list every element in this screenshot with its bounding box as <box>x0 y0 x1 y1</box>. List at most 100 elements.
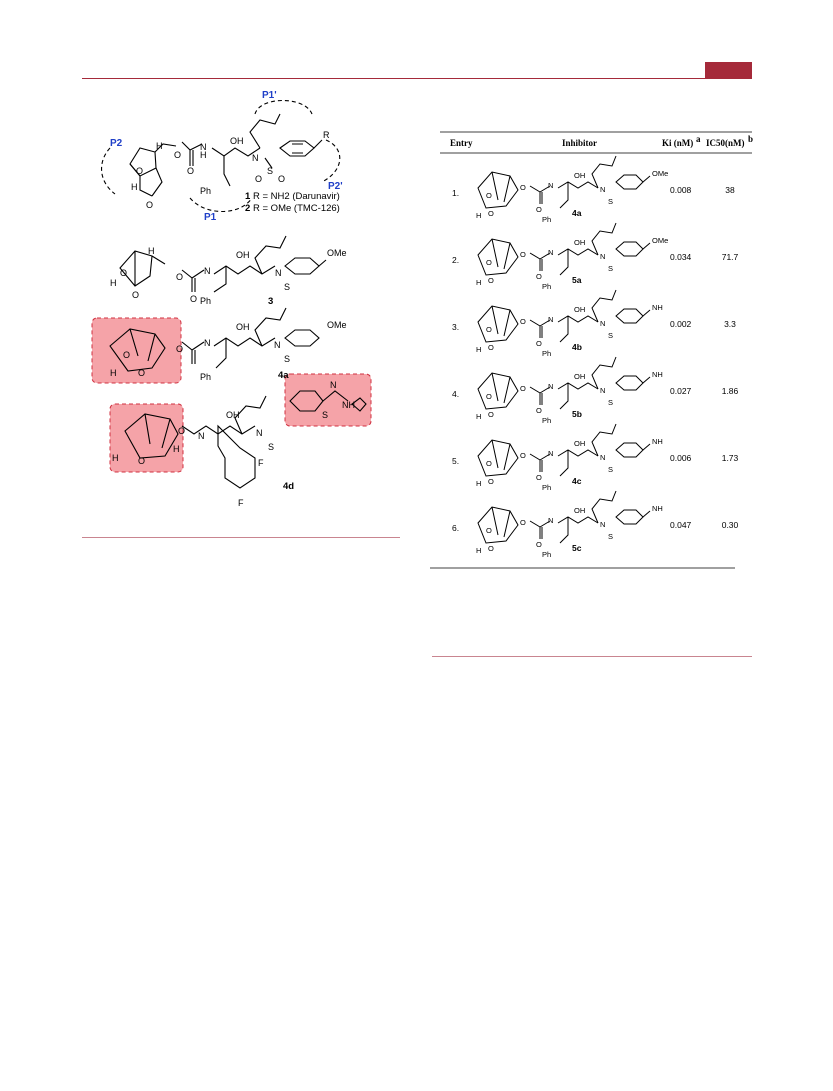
svg-text:N: N <box>252 153 259 163</box>
svg-text:O: O <box>176 344 183 354</box>
svg-text:H: H <box>112 453 119 463</box>
svg-text:O: O <box>132 290 139 300</box>
compound-label: 5a <box>572 275 582 285</box>
compound-2-label: R = OMe (TMC-126) <box>253 203 340 214</box>
header-rule <box>82 78 752 79</box>
ic50-cell: 71.7 <box>722 252 739 262</box>
svg-text:O: O <box>187 166 194 176</box>
svg-text:O: O <box>123 350 130 360</box>
inhibitor-structure <box>477 490 651 544</box>
inhibitor-structure <box>477 356 651 410</box>
svg-text:N: N <box>600 185 605 194</box>
svg-text:O: O <box>138 456 145 466</box>
ki-cell: 0.002 <box>670 319 692 329</box>
svg-text:O: O <box>486 258 492 267</box>
molecule-darunavir <box>101 99 341 212</box>
svg-text:H: H <box>476 211 481 220</box>
svg-text:O: O <box>520 317 526 326</box>
svg-text:OH: OH <box>574 238 585 247</box>
svg-text:S: S <box>608 398 613 407</box>
svg-text:O: O <box>146 200 153 210</box>
svg-text:H: H <box>200 150 207 160</box>
inhibitor-structure <box>477 289 651 343</box>
entry-cell: 2. <box>452 255 459 265</box>
svg-text:OH: OH <box>574 506 585 515</box>
svg-text:O: O <box>520 250 526 259</box>
molecule-4a-atoms: O N OH N S OMe Ph H O O <box>110 320 347 382</box>
svg-text:OH: OH <box>236 250 250 260</box>
svg-text:O: O <box>190 294 197 304</box>
svg-text:O: O <box>174 150 181 160</box>
svg-text:N: N <box>600 252 605 261</box>
svg-text:R: R <box>323 130 330 140</box>
structures-figure: P1' P2 P2' P1 H O O H N OH N S O O R H O… <box>91 90 372 508</box>
compound-label: 4c <box>572 476 582 486</box>
entry-cell: 3. <box>452 322 459 332</box>
molecule-4d <box>124 390 367 489</box>
ki-cell: 0.047 <box>670 520 692 530</box>
compound-label: 5c <box>572 543 582 553</box>
entry-cell: 5. <box>452 456 459 466</box>
svg-text:N: N <box>200 142 207 152</box>
svg-text:OH: OH <box>236 322 250 332</box>
svg-text:NH: NH <box>652 303 663 312</box>
svg-text:Ph: Ph <box>542 349 551 358</box>
svg-text:H: H <box>476 345 481 354</box>
svg-text:O: O <box>488 343 494 352</box>
svg-text:S: S <box>268 442 274 452</box>
svg-text:H: H <box>476 412 481 421</box>
table-bottom-rule <box>432 656 752 657</box>
svg-text:N: N <box>600 520 605 529</box>
header-ic50-note: b <box>748 134 753 144</box>
svg-text:O: O <box>278 174 285 184</box>
svg-text:S: S <box>608 532 613 541</box>
svg-text:O: O <box>520 183 526 192</box>
svg-text:Ph: Ph <box>542 483 551 492</box>
svg-text:N: N <box>548 382 553 391</box>
inhibitor-structure <box>477 222 651 276</box>
highlight-box-4d-right <box>284 373 372 427</box>
svg-text:O: O <box>488 209 494 218</box>
svg-text:S: S <box>284 354 290 364</box>
svg-text:H: H <box>110 278 117 288</box>
svg-text:O: O <box>488 410 494 419</box>
entry-cell: 6. <box>452 523 459 533</box>
svg-text:O: O <box>120 268 127 278</box>
svg-text:S: S <box>284 282 290 292</box>
ki-cell: 0.006 <box>670 453 692 463</box>
svg-text:S: S <box>267 166 273 176</box>
svg-text:O: O <box>486 526 492 535</box>
svg-text:H: H <box>476 479 481 488</box>
inhibitor-structure <box>477 155 651 209</box>
figure-bottom-rule <box>82 537 400 538</box>
svg-text:N: N <box>204 266 211 276</box>
svg-text:S: S <box>608 465 613 474</box>
pocket-label-p2prime: P2' <box>328 181 343 192</box>
svg-text:O: O <box>138 368 145 378</box>
svg-text:N: N <box>548 449 553 458</box>
svg-text:S: S <box>322 410 328 420</box>
svg-text:N: N <box>548 181 553 190</box>
compound-1-label: R = NH2 (Darunavir) <box>253 191 340 202</box>
svg-text:O: O <box>486 325 492 334</box>
svg-text:S: S <box>608 197 613 206</box>
ki-cell: 0.034 <box>670 252 692 262</box>
svg-text:N: N <box>274 340 281 350</box>
svg-text:O: O <box>255 174 262 184</box>
compound-label: 5b <box>572 409 582 419</box>
ic50-cell: 1.86 <box>722 386 739 396</box>
highlight-box-4d-left <box>109 403 184 473</box>
svg-text:OH: OH <box>574 305 585 314</box>
pocket-label-p2: P2 <box>110 138 123 149</box>
svg-text:NH: NH <box>342 400 355 410</box>
svg-text:Ph: Ph <box>542 550 551 559</box>
svg-text:S: S <box>608 331 613 340</box>
